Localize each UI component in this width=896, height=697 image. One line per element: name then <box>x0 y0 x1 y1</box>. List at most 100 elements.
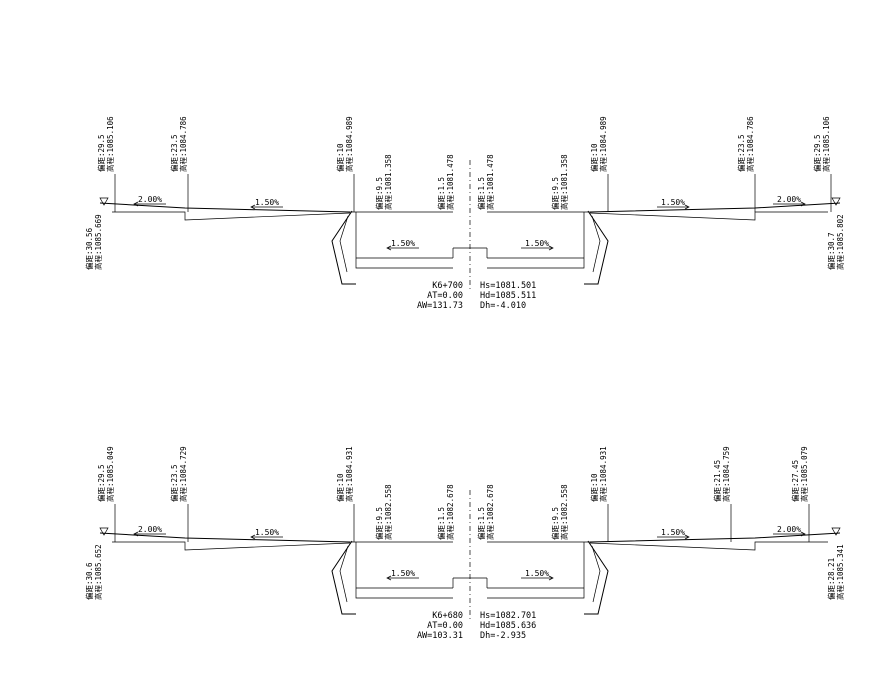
offset-label: 偏距:27.45 <box>790 460 800 502</box>
offset-label: 偏距:10 <box>335 473 345 502</box>
surface-left-line <box>99 532 351 543</box>
slope-label: 1.50% <box>661 198 685 207</box>
offset-label: 偏距:1.5 <box>436 177 446 210</box>
slope-label: 1.50% <box>255 528 279 537</box>
elevation-label: 高程:1081.358 <box>383 154 393 210</box>
hs-text: Hs=1082.701 <box>480 611 536 621</box>
dh-text: Dh=-2.935 <box>480 631 526 641</box>
end-marker-left-icon <box>99 527 109 536</box>
elevation-label: 高程:1082.678 <box>485 484 495 540</box>
offset-label: 偏距:9.5 <box>374 507 384 540</box>
surface-right-line <box>589 532 841 543</box>
slope-label: 1.50% <box>661 528 685 537</box>
offset-label: 偏距:28.21 <box>826 558 836 600</box>
offset-label: 偏距:1.5 <box>476 177 486 210</box>
elevation-label: 高程:1082.558 <box>559 484 569 540</box>
elevation-label: 高程:1085.106 <box>105 116 115 172</box>
slope-label: 2.00% <box>138 525 162 534</box>
slope-label: 2.00% <box>777 195 801 204</box>
wall-inner-left-line <box>339 215 349 273</box>
offset-label: 偏距:9.5 <box>550 177 560 210</box>
slope-arrowhead-icon <box>133 531 139 537</box>
station-text: K6+680 <box>432 611 463 621</box>
slope-label: 1.50% <box>525 569 549 578</box>
offset-label: 偏距:23.5 <box>736 134 746 172</box>
slope-arrowhead-icon <box>684 534 690 540</box>
slope-arrowhead-icon <box>386 245 392 251</box>
elevation-label: 高程:1085.049 <box>105 446 115 502</box>
elevation-label: 高程:1084.989 <box>344 116 354 172</box>
hs-text: Hs=1081.501 <box>480 281 536 291</box>
elevation-label: 高程:1085.802 <box>835 214 845 270</box>
offset-label: 偏距:10 <box>335 143 345 172</box>
slope-label: 1.50% <box>391 569 415 578</box>
offset-label: 偏距:29.5 <box>96 134 106 172</box>
surface-left-line <box>99 202 351 213</box>
surface-right-line <box>589 202 841 213</box>
end-marker-right-icon <box>831 197 841 206</box>
offset-label: 偏距:21.45 <box>712 460 722 502</box>
elevation-label: 高程:1085.652 <box>93 544 103 600</box>
elevation-label: 高程:1085.341 <box>835 544 845 600</box>
slope-label: 2.00% <box>138 195 162 204</box>
pavement-right-line <box>589 541 828 551</box>
slope-label: 1.50% <box>255 198 279 207</box>
aw-text: AW=131.73 <box>417 301 463 311</box>
elevation-label: 高程:1084.786 <box>745 116 755 172</box>
wall-left-line <box>331 540 356 615</box>
elevation-label: 高程:1081.478 <box>445 154 455 210</box>
hd-text: Hd=1085.636 <box>480 621 536 631</box>
at-text: AT=0.00 <box>427 621 463 631</box>
elevation-label: 高程:1085.079 <box>799 446 809 502</box>
wall-right-line <box>584 540 609 615</box>
offset-label: 偏距:30.7 <box>826 232 836 270</box>
slope-arrowhead-icon <box>548 575 554 581</box>
at-text: AT=0.00 <box>427 291 463 301</box>
elevation-label: 高程:1084.786 <box>178 116 188 172</box>
offset-label: 偏距:9.5 <box>374 177 384 210</box>
elevation-label: 高程:1082.558 <box>383 484 393 540</box>
offset-label: 偏距:9.5 <box>550 507 560 540</box>
trench-left-line <box>355 542 453 599</box>
offset-label: 偏距:10 <box>589 143 599 172</box>
offset-label: 偏距:10 <box>589 473 599 502</box>
pavement-right-line <box>589 211 828 221</box>
slope-label: 1.50% <box>391 239 415 248</box>
slope-label: 2.00% <box>777 525 801 534</box>
offset-label: 偏距:1.5 <box>476 507 486 540</box>
elevation-label: 高程:1085.669 <box>93 214 103 270</box>
aw-text: AW=103.31 <box>417 631 463 641</box>
trench-left-line <box>355 212 453 269</box>
pavement-left-line <box>112 211 351 221</box>
offset-label: 偏距:23.5 <box>169 134 179 172</box>
offset-label: 偏距:29.5 <box>812 134 822 172</box>
station-text: K6+700 <box>432 281 463 291</box>
elevation-label: 高程:1084.931 <box>344 446 354 502</box>
elevation-label: 高程:1084.759 <box>721 446 731 502</box>
hd-text: Hd=1085.511 <box>480 291 536 301</box>
trench-right-line <box>487 212 585 269</box>
end-marker-right-icon <box>831 527 841 536</box>
wall-inner-left-line <box>339 545 349 603</box>
elevation-label: 高程:1081.478 <box>485 154 495 210</box>
slope-arrowhead-icon <box>386 575 392 581</box>
offset-label: 偏距:30.56 <box>84 227 94 270</box>
elevation-label: 高程:1084.989 <box>598 116 608 172</box>
wall-inner-right-line <box>591 545 601 603</box>
offset-label: 偏距:29.5 <box>96 464 106 502</box>
end-marker-left-icon <box>99 197 109 206</box>
slope-arrowhead-icon <box>548 245 554 251</box>
elevation-label: 高程:1081.358 <box>559 154 569 210</box>
dh-text: Dh=-4.010 <box>480 301 526 311</box>
slope-arrowhead-icon <box>684 204 690 210</box>
elevation-label: 高程:1082.678 <box>445 484 455 540</box>
elevation-label: 高程:1084.931 <box>598 446 608 502</box>
slope-arrowhead-icon <box>133 201 139 207</box>
slope-arrowhead-icon <box>800 201 806 207</box>
elevation-label: 高程:1085.106 <box>821 116 831 172</box>
slope-label: 1.50% <box>525 239 549 248</box>
slope-arrowhead-icon <box>250 204 256 210</box>
